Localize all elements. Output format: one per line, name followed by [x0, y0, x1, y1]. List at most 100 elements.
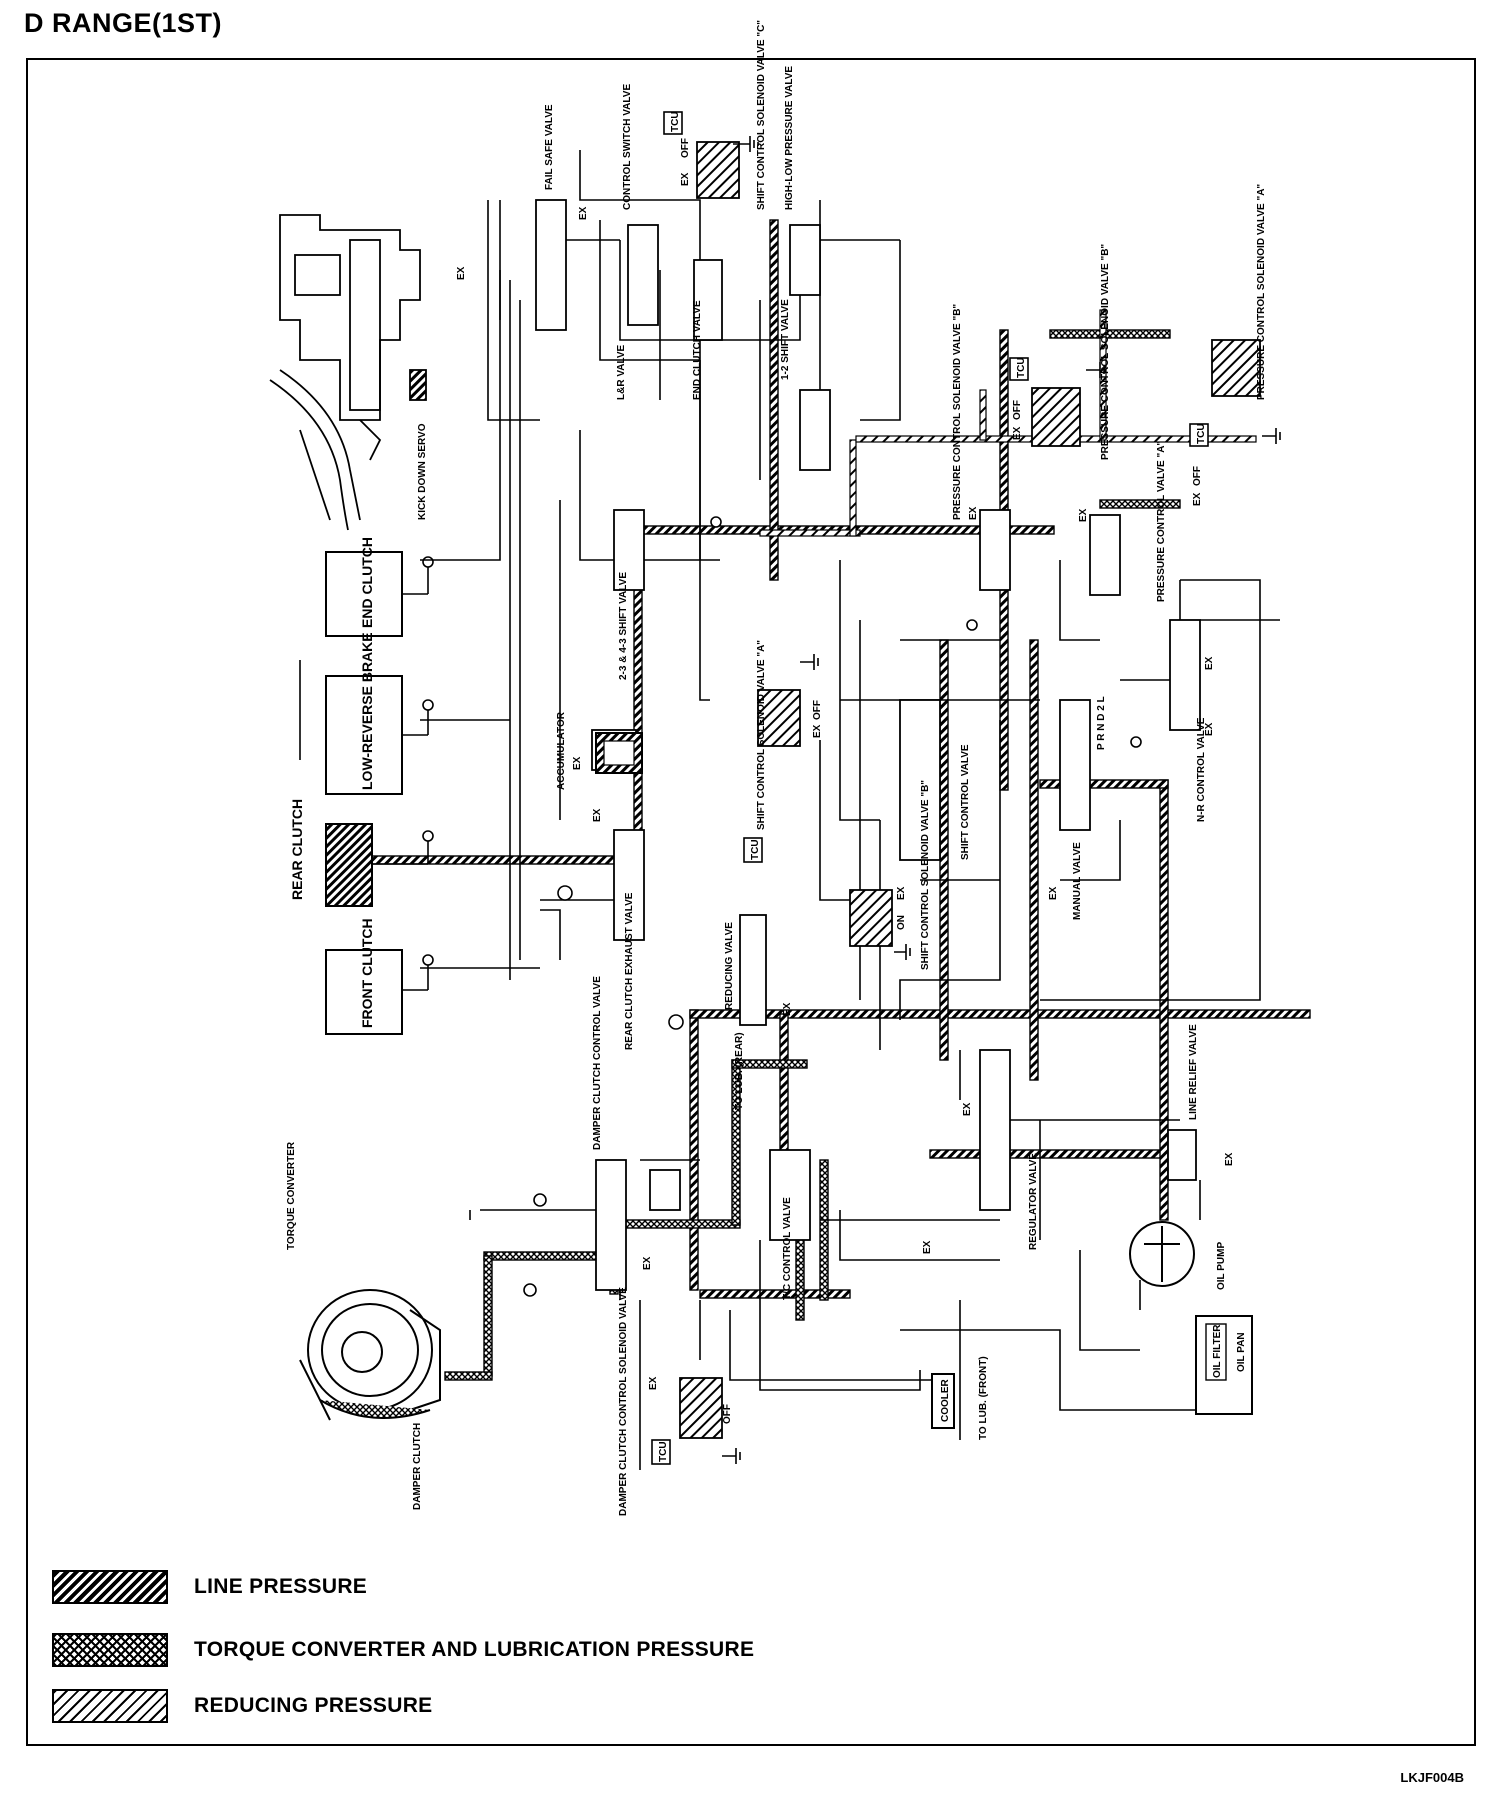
rear-clutch-label: REAR CLUTCH — [289, 799, 305, 900]
ex-tag-9: EX — [572, 756, 583, 770]
damper-clutch-control-valve-label: DAMPER CLUTCH CONTROL VALVE — [592, 976, 603, 1150]
ex-tag-5: EX — [1192, 492, 1203, 506]
high-low-pressure-valve-label: HIGH-LOW PRESSURE VALVE — [784, 66, 795, 210]
lr-valve-label: L&R VALVE — [616, 344, 627, 400]
ex-tag-18: EX — [642, 1256, 653, 1270]
tc-lubrication-passages — [444, 329, 1181, 1381]
ex-tag-14: EX — [1204, 722, 1215, 736]
tcu-label-5: TCU — [658, 1441, 669, 1462]
front-clutch-label: FRONT CLUTCH — [359, 918, 375, 1028]
rear-clutch: REAR CLUTCH — [289, 799, 373, 907]
ex-tag-15: EX — [782, 1002, 793, 1016]
manual-valve-label: MANUAL VALVE — [1072, 842, 1083, 920]
tcu-boxes — [651, 111, 1209, 1465]
ex-tag-1: EX — [578, 206, 589, 220]
regulator-valve-label: REGULATOR VALVE — [1028, 1153, 1039, 1250]
ex-tag-2: EX — [456, 266, 467, 280]
pressure-control-valve-a-label: PRESSURE CONTROL VALVE "A" — [1156, 441, 1167, 602]
ex-tag-7: EX — [1078, 508, 1089, 522]
legend-label-line-pressure: LINE PRESSURE — [194, 1575, 368, 1598]
oil-pan-label: OIL PAN — [1236, 1332, 1247, 1372]
shift-valve-2-3-4-3-label: 2-3 & 4-3 SHIFT VALVE — [618, 572, 629, 680]
fail-safe-valve-label: FAIL SAFE VALVE — [544, 104, 555, 190]
kick-down-servo-label: KICK DOWN SERVO — [417, 423, 428, 520]
off-tag-3: OFF — [1192, 466, 1203, 486]
ex-tag-8: EX — [812, 724, 823, 738]
oil-pump-label: OIL PUMP — [1216, 1242, 1227, 1290]
damper-clutch-control-solenoid-label: DAMPER CLUTCH CONTROL SOLENOID VALVE — [618, 1287, 629, 1516]
legend-tc-lubrication: TORQUE CONVERTER AND LUBRICATION PRESSUR… — [52, 1633, 754, 1667]
reducing-valve-label: REDUCING VALVE — [724, 922, 735, 1010]
ex-tag-17: EX — [1224, 1152, 1235, 1166]
off-tag-2: OFF — [1012, 400, 1023, 420]
accumulator-label: ACCUMULATOR — [556, 711, 567, 790]
end-clutch-valve-label: END CLUTCH VALVE — [692, 300, 703, 400]
clutch-taps — [372, 556, 434, 991]
ex-tag-10: EX — [592, 808, 603, 822]
pressure-control-solenoid-b2-label: PRESSURE CONTROL SOLENOID VALVE "B" — [952, 304, 963, 520]
shift-control-solenoid-c-label: SHIFT CONTROL SOLENOID VALVE "C" — [756, 20, 767, 210]
front-clutch: FRONT CLUTCH — [325, 918, 403, 1035]
rear-clutch-exhaust-valve-label: REAR CLUTCH EXHAUST VALVE — [624, 892, 635, 1050]
control-switch-valve-label: CONTROL SWITCH VALVE — [622, 84, 633, 210]
cooler-label: COOLER — [940, 1378, 951, 1422]
ground-symbols — [722, 136, 1281, 1464]
ex-tag-20: EX — [648, 1376, 659, 1390]
legend-swatch-tc-lubrication — [52, 1633, 168, 1667]
low-reverse-brake-label: LOW-REVERSE BRAKE — [359, 632, 375, 790]
legend-reducing-pressure: REDUCING PRESSURE — [52, 1689, 432, 1723]
to-lub-rear-label: TO LUB. (REAR) — [734, 1032, 745, 1110]
solenoid-coils — [679, 141, 1261, 1439]
ex-tag-16: EX — [962, 1102, 973, 1116]
tcu-label-4: TCU — [750, 839, 761, 860]
torque-converter — [299, 1289, 441, 1421]
off-tag-5: OFF — [722, 1404, 733, 1424]
oil-filter-pan — [1195, 1315, 1253, 1415]
end-clutch-label: END CLUTCH — [359, 537, 375, 628]
oil-filter-label: OIL FILTER — [1212, 1324, 1223, 1378]
ex-tag-6: EX — [968, 506, 979, 520]
ex-tag-19: EX — [922, 1240, 933, 1254]
legend-swatch-line-pressure — [52, 1570, 168, 1604]
ex-tag-12: EX — [1048, 886, 1059, 900]
torque-converter-label: TORQUE CONVERTER — [286, 1141, 297, 1250]
tc-control-valve-label: T/C CONTROL VALVE — [782, 1197, 793, 1300]
shift-control-solenoid-b-label: SHIFT CONTROL SOLENOID VALVE "B" — [920, 780, 931, 970]
legend-label-reducing-pressure: REDUCING PRESSURE — [194, 1694, 433, 1717]
shift-control-solenoid-a-label: SHIFT CONTROL SOLENOID VALVE "A" — [756, 640, 767, 830]
valve-bodies — [535, 199, 1201, 1291]
nr-control-valve-label: N-R CONTROL VALVE — [1196, 717, 1207, 822]
shift-valve-1-2-label: 1-2 SHIFT VALVE — [780, 299, 791, 380]
pressure-control-solenoid-a-label: PRESSURE CONTROL SOLENOID VALVE "A" — [1256, 184, 1267, 400]
low-reverse-brake: LOW-REVERSE BRAKE — [325, 632, 403, 795]
oil-pump — [1129, 1221, 1195, 1287]
end-clutch: END CLUTCH — [325, 537, 403, 637]
tcu-label-1: TCU — [670, 111, 681, 132]
accumulator — [595, 732, 643, 774]
to-lub-front-label: TO LUB. (FRONT) — [978, 1356, 989, 1440]
figure-code: LKJF004B — [1400, 1770, 1464, 1785]
ex-tag-3: EX — [680, 172, 691, 186]
legend-line-pressure: LINE PRESSURE — [52, 1570, 367, 1604]
shift-control-valve-label: SHIFT CONTROL VALVE — [960, 744, 971, 860]
cooler — [931, 1373, 955, 1429]
off-tag-4: OFF — [812, 700, 823, 720]
ex-tag-13: EX — [1204, 656, 1215, 670]
tcu-label-3: TCU — [1196, 423, 1207, 444]
legend-swatch-reducing-pressure — [52, 1689, 168, 1723]
on-tag-1: ON — [896, 915, 907, 930]
line-relief-valve-label: LINE RELIEF VALVE — [1188, 1024, 1199, 1120]
damper-clutch-label: DAMPER CLUTCH — [412, 1423, 423, 1510]
ex-tag-11: EX — [896, 886, 907, 900]
diagram-frame — [26, 58, 1476, 1746]
tcu-label-2: TCU — [1016, 357, 1027, 378]
pressure-control-solenoid-b-label: PRESSURE CONTROL SOLENOID VALVE "B" — [1100, 244, 1111, 460]
page-title: D RANGE(1ST) — [24, 8, 223, 38]
check-balls — [523, 516, 1142, 1297]
ex-tag-4: EX — [1012, 426, 1023, 440]
legend-label-tc-lubrication: TORQUE CONVERTER AND LUBRICATION PRESSUR… — [194, 1638, 755, 1661]
off-tag-1: OFF — [680, 138, 691, 158]
kick-down-servo — [269, 214, 427, 531]
prnd21-label: P R N D 2 L — [1096, 696, 1107, 750]
